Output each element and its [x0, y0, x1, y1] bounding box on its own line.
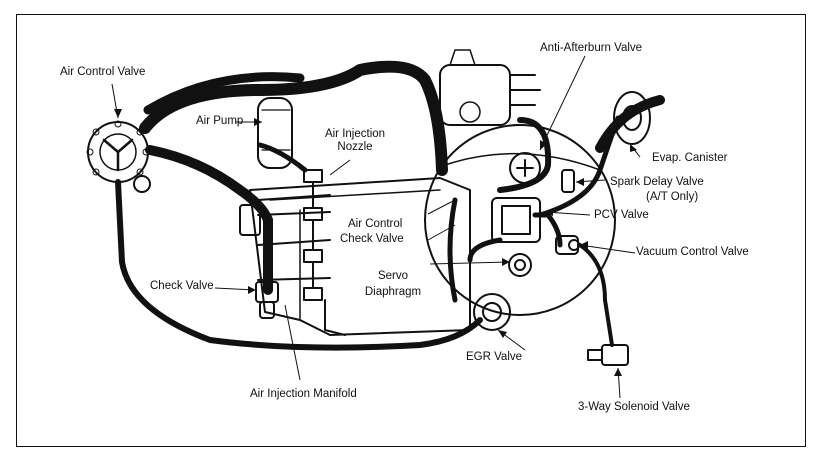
- label-egr-valve: EGR Valve: [466, 351, 523, 363]
- label-evap-canister: Evap. Canister: [652, 152, 728, 164]
- servo-diaphragm-graphic: [508, 253, 532, 277]
- spark-delay-valve-graphic: [561, 169, 575, 193]
- distributor-graphic: [439, 49, 541, 126]
- label-air-injection-nozzle-line1: Air Injection: [324, 128, 386, 140]
- label-vacuum-control-valve: Vacuum Control Valve: [636, 246, 749, 258]
- label-check-valve: Check Valve: [150, 280, 214, 292]
- label-air-control-check-valve-line2: Check Valve: [340, 233, 404, 245]
- label-air-injection-manifold: Air Injection Manifold: [250, 388, 357, 400]
- label-servo-diaphragm-line1: Servo: [377, 270, 409, 282]
- leader-arrowheads: [114, 109, 637, 376]
- leader-lines: [111, 55, 641, 399]
- label-air-control-check-valve-line1: Air Control: [348, 218, 403, 230]
- label-servo-diaphragm-line2: Diaphragm: [364, 286, 422, 298]
- label-spark-delay-valve-line1: Spark Delay Valve: [610, 176, 704, 188]
- air-injection-manifold-graphic: [239, 169, 346, 336]
- label-air-control-valve: Air Control Valve: [60, 66, 146, 78]
- label-spark-delay-valve-line2: (A/T Only): [646, 191, 699, 203]
- air-cleaner-housing: [424, 124, 616, 316]
- label-three-way-solenoid-valve: 3-Way Solenoid Valve: [578, 401, 690, 413]
- engine-block: [249, 177, 471, 336]
- vacuum-and-air-hoses: [115, 60, 665, 351]
- diagram-frame: [16, 14, 806, 447]
- label-air-pump: Air Pump: [196, 115, 244, 127]
- solenoid-valve-graphic: [587, 344, 629, 366]
- label-anti-afterburn-valve: Anti-Afterburn Valve: [540, 42, 643, 54]
- pcv-valve-graphic: [491, 197, 541, 243]
- label-pcv-valve: PCV Valve: [594, 209, 649, 221]
- egr-valve-graphic: [473, 293, 511, 331]
- label-air-injection-nozzle-line2: Nozzle: [337, 141, 373, 153]
